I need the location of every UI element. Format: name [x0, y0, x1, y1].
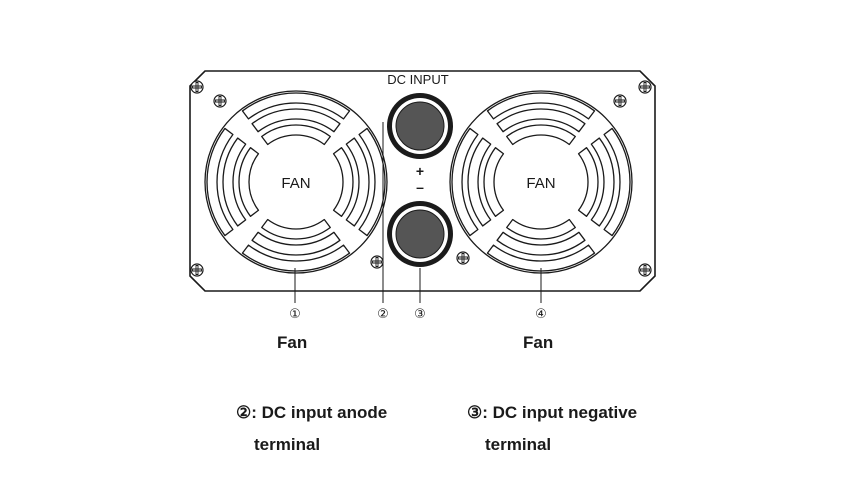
screw-icon	[638, 263, 652, 277]
left-fan-label: FAN	[281, 175, 310, 192]
fan-grille-slot	[345, 137, 370, 227]
left-fan-grille	[204, 90, 388, 274]
legend-anode-line1: ②: DC input anode	[236, 403, 388, 422]
screw-icon	[190, 80, 204, 94]
screw-icon	[456, 251, 470, 265]
fan-grille-slot	[241, 244, 351, 272]
right-fan-label: FAN	[526, 175, 555, 192]
fan-grille-slot	[222, 137, 247, 227]
right-fan-grille	[449, 90, 633, 274]
fan-grille-slot	[486, 244, 596, 272]
fan-grille-slot	[577, 147, 599, 217]
plus-sign: +	[416, 163, 424, 179]
fan-grille-slot	[251, 108, 341, 133]
screw-icon	[613, 94, 627, 108]
fan-grille-slot	[451, 127, 479, 237]
fan-grille-slot	[467, 137, 492, 227]
leader-lines	[294, 122, 542, 303]
fan-grille-slot	[251, 231, 341, 256]
fan-grille-slot	[261, 124, 331, 146]
callout-1: ①	[289, 307, 301, 322]
fan-grille-slot	[506, 124, 576, 146]
screw-icon	[638, 80, 652, 94]
fan-grille-slot	[238, 147, 260, 217]
callout-3: ③	[414, 307, 426, 322]
legend-anode: ②: DC input anode terminal	[236, 397, 387, 461]
fan-grille-slot	[261, 218, 331, 240]
screw-icon	[213, 94, 227, 108]
cathode-terminal	[387, 201, 453, 267]
screw-icon	[370, 255, 384, 269]
left-fan-caption: Fan	[277, 333, 308, 352]
callout-2: ②	[377, 307, 389, 322]
legend-negative: ③: DC input negative terminal	[467, 397, 637, 461]
fan-grille-slot	[332, 147, 354, 217]
callout-4: ④	[535, 307, 547, 322]
fan-grille-slot	[496, 108, 586, 133]
fan-outer-ring	[204, 90, 388, 274]
legend-negative-line1: ③: DC input negative	[467, 403, 638, 422]
minus-sign: –	[416, 179, 424, 195]
fan-grille-slot	[241, 92, 351, 120]
fan-grille-slot	[496, 231, 586, 256]
fan-grille-slot	[506, 218, 576, 240]
corner-screws	[190, 80, 652, 277]
fan-grille-slot	[590, 137, 615, 227]
screw-icon	[190, 263, 204, 277]
fan-grille-slot	[486, 92, 596, 120]
fan-grille-slot	[206, 127, 234, 237]
dc-input-header: DC INPUT	[387, 72, 448, 87]
fan-grille-slot	[483, 147, 505, 217]
anode-terminal	[387, 93, 453, 159]
fan-grille-slot	[603, 127, 631, 237]
right-fan-caption: Fan	[523, 333, 554, 352]
legend-anode-line2: terminal	[254, 435, 321, 454]
legend-negative-line2: terminal	[485, 435, 552, 454]
